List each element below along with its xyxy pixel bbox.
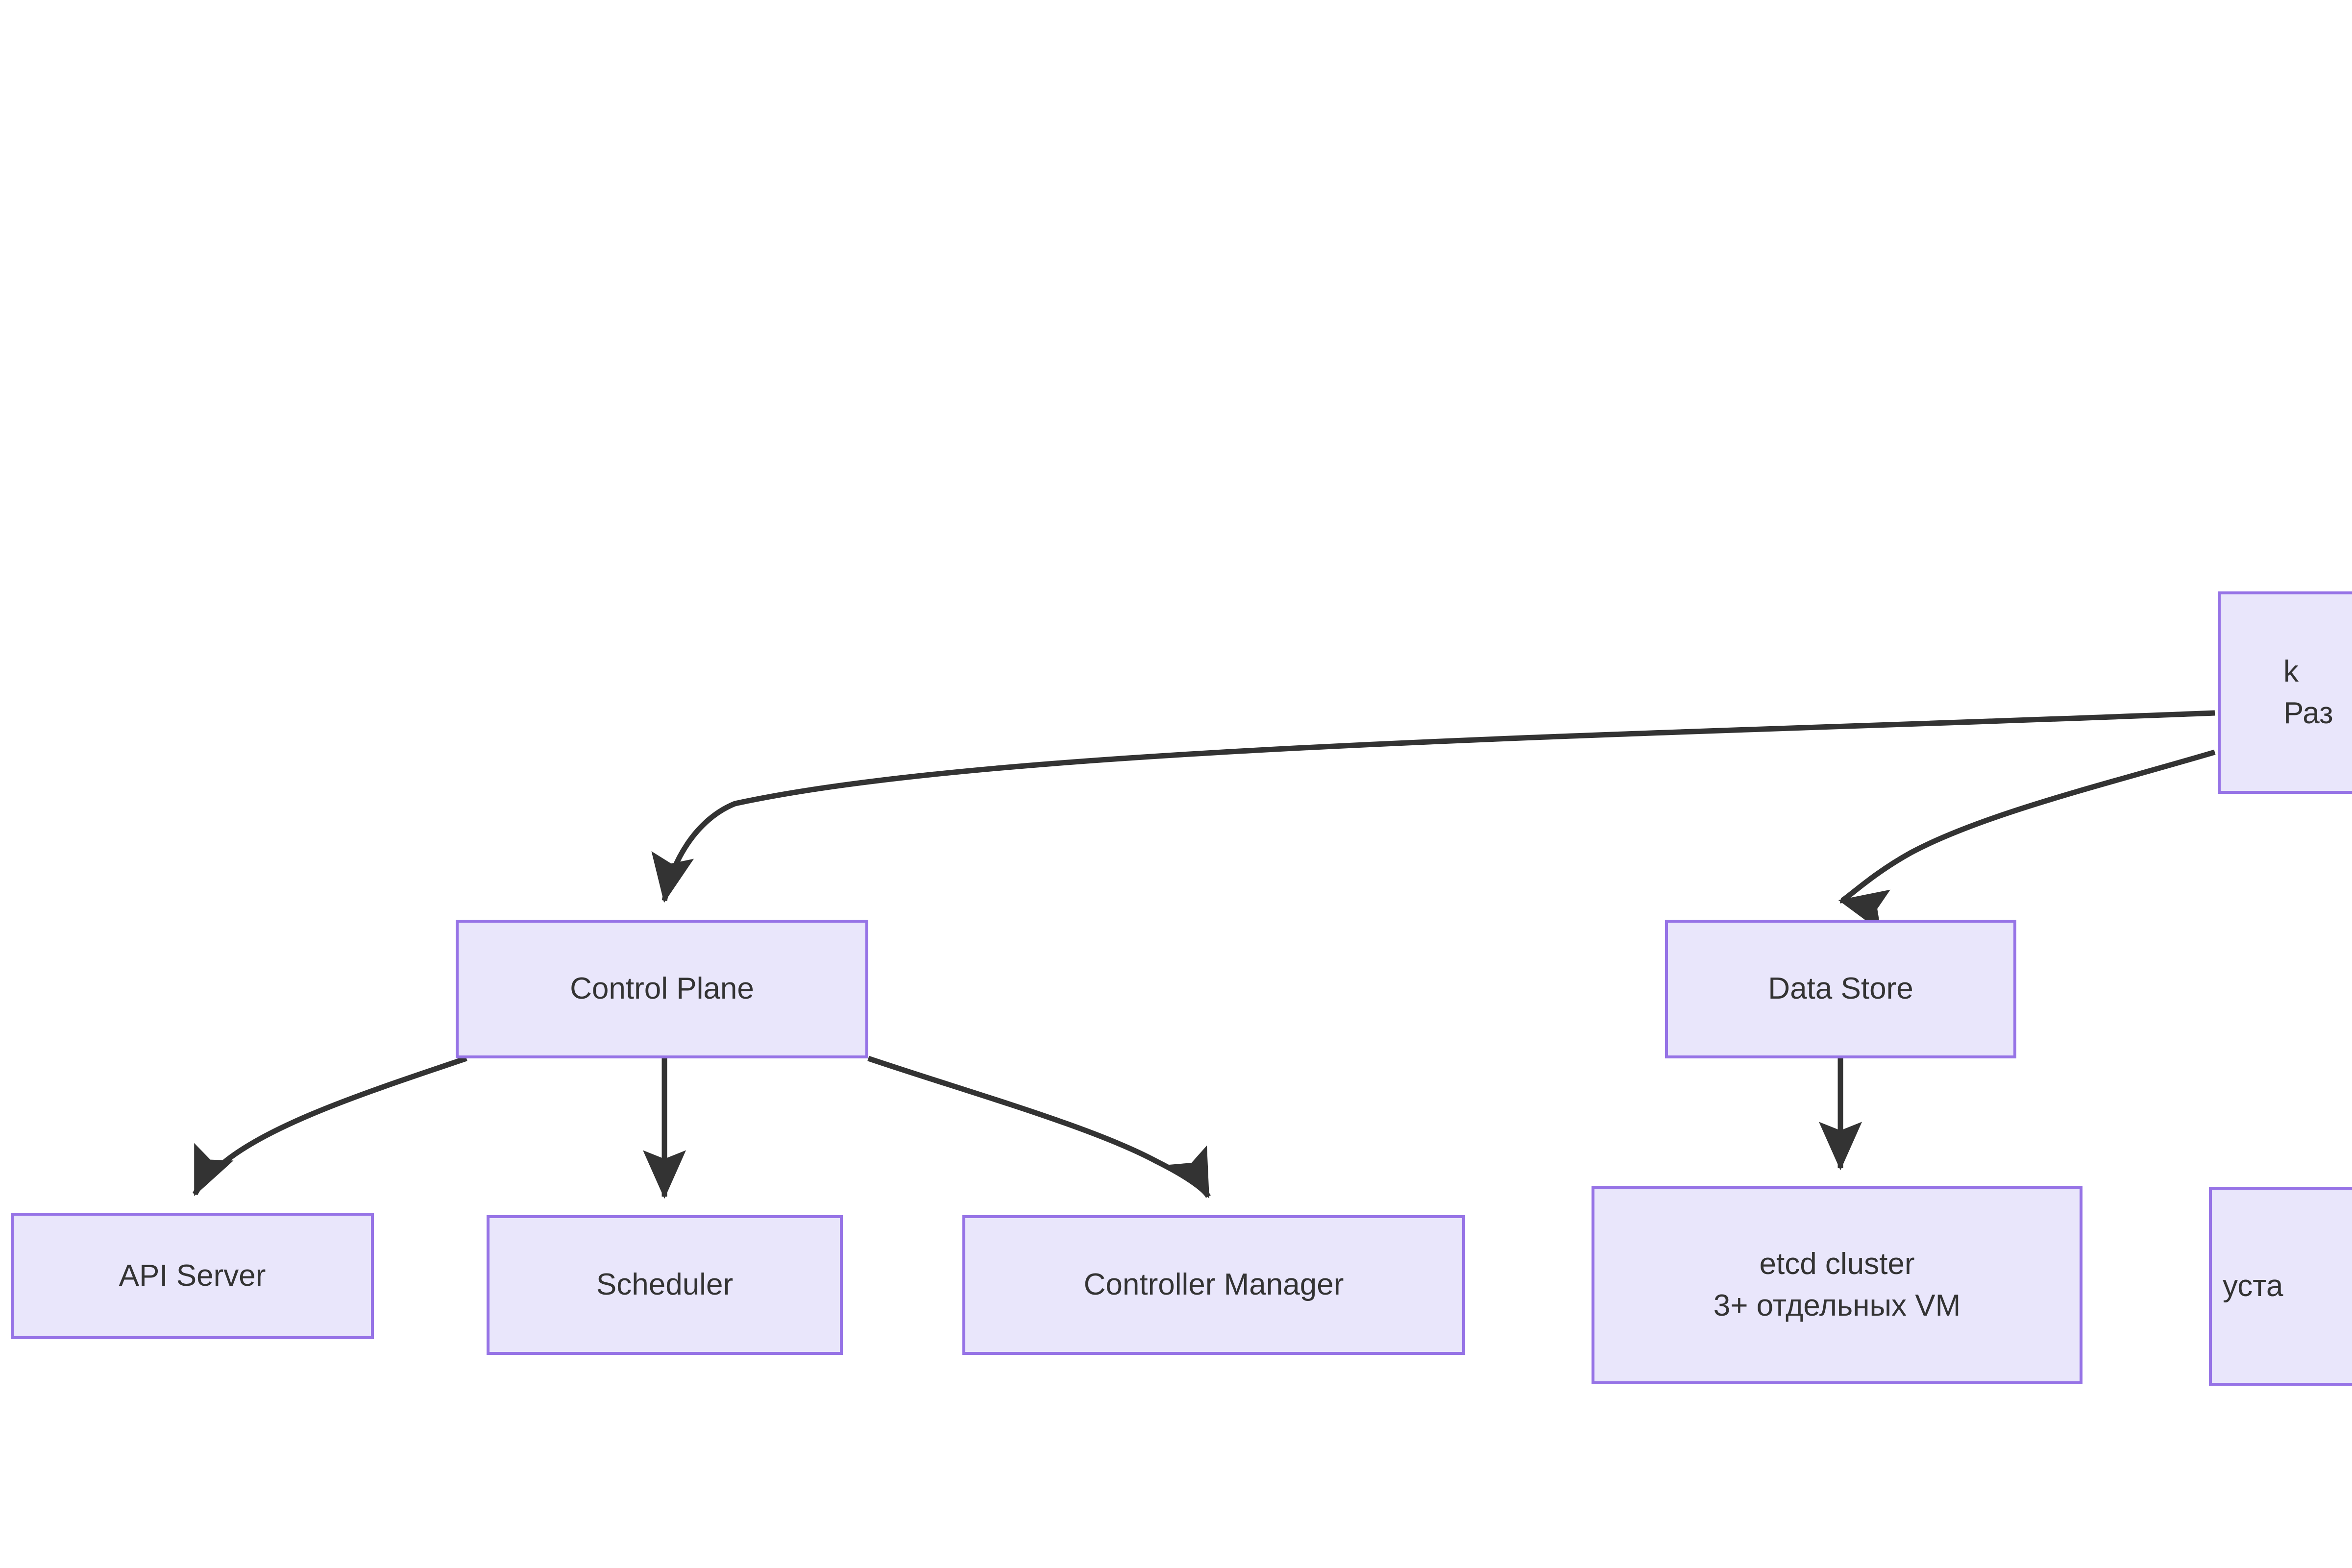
node-controller-manager-label: Controller Manager [1083,1268,1344,1302]
node-etcd-cluster-line-1: etcd cluster [1759,1247,1915,1281]
node-scheduler[interactable]: Scheduler [487,1215,843,1355]
node-right-bottom[interactable]: уста [2209,1187,2352,1386]
node-control-plane-label: Control Plane [570,972,754,1006]
node-control-plane[interactable]: Control Plane [456,920,868,1058]
edge-root-to-control-plane [651,710,2215,903]
node-etcd-cluster[interactable]: etcd cluster 3+ отдельных VM [1592,1186,2082,1384]
node-root[interactable]: k Раз [2218,591,2352,794]
node-data-store[interactable]: Data Store [1665,920,2016,1058]
node-api-server-label: API Server [119,1258,266,1293]
node-data-store-label: Data Store [1768,972,1913,1006]
edge-root-to-data-store [1838,749,2216,931]
node-scheduler-label: Scheduler [596,1268,734,1302]
node-etcd-cluster-line-2: 3+ отдельных VM [1713,1288,1961,1323]
node-api-server[interactable]: API Server [11,1213,374,1339]
edge-control-plane-to-controller-manager [867,1055,1211,1199]
edge-control-plane-to-api-server [192,1055,467,1197]
node-root-line-1: k [2283,655,2299,689]
node-controller-manager[interactable]: Controller Manager [962,1215,1465,1355]
node-root-line-2: Раз [2283,696,2333,730]
node-right-bottom-line-1: уста [2223,1269,2283,1303]
